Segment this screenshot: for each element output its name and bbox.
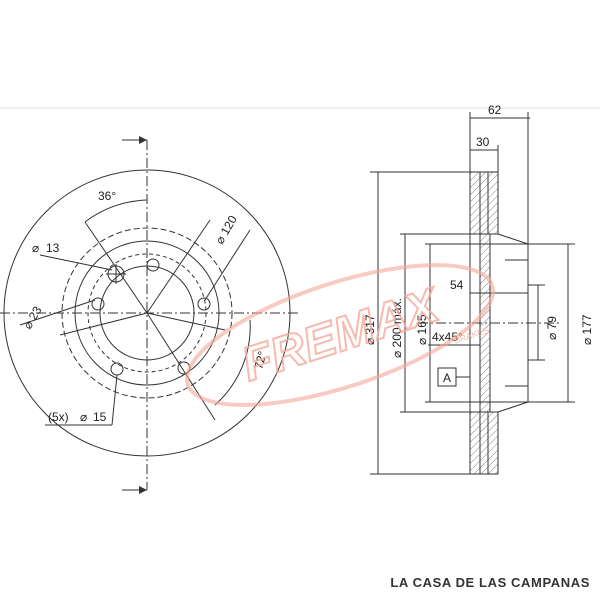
radial-line — [59, 312, 148, 336]
angle-arc — [84, 199, 148, 223]
bore-dia-label: ⌀ 79 — [545, 316, 559, 340]
hub-dia-label: ⌀ 165 — [415, 314, 429, 345]
disc-section-top — [469, 171, 499, 235]
radial-line — [84, 221, 148, 314]
radial-line — [146, 312, 226, 331]
footer-text: LA CASA DE LAS CAMPANAS — [390, 575, 590, 590]
bolt-hole — [146, 258, 160, 272]
angle-arc — [214, 319, 251, 406]
arrow-head — [139, 136, 147, 144]
depth-54-label: 54 — [450, 278, 464, 292]
outer-dia-label: ⌀ 317 — [363, 314, 377, 345]
hub-dia-value: 165 — [415, 314, 429, 334]
pcd-label: ⌀ 120 — [212, 213, 240, 247]
center-hole-label: ⌀ 23 — [20, 304, 44, 332]
disc-section-bottom — [469, 411, 499, 475]
hat-dia-label: ⌀ 177 — [580, 314, 594, 345]
hat-dia-value: 177 — [580, 314, 594, 334]
hole-13-label: 13 — [46, 241, 60, 255]
rotation-label: 72° — [251, 349, 269, 370]
radial-line — [146, 219, 211, 314]
max-dia-label: ⌀ 200 máx. — [390, 298, 404, 358]
front-view — [0, 139, 300, 491]
outer-dia-value: 317 — [363, 314, 377, 334]
bore-dia-value: 79 — [545, 316, 559, 330]
bolt-hole — [110, 362, 124, 376]
radial-line — [146, 312, 216, 421]
bolt-hole — [197, 297, 211, 311]
bolt-hole — [91, 297, 105, 311]
center-hole-value: 23 — [26, 304, 45, 323]
bolt-dia-label: 15 — [93, 410, 107, 424]
datum-label: A — [443, 371, 451, 385]
chamfer-label: 4x45° — [432, 330, 463, 344]
side-view — [370, 112, 575, 475]
leader-line — [39, 254, 113, 271]
bolt-dia-symbol: ⌀ — [80, 410, 87, 424]
angle-36-label: 36° — [98, 189, 116, 203]
bolt-count-label: (5x) — [48, 410, 69, 424]
hole-13-symbol: ⌀ — [32, 241, 39, 255]
arrow-head — [139, 486, 147, 494]
leader-line — [19, 299, 96, 326]
max-dia-value: 200 máx. — [390, 298, 404, 347]
leader-line — [111, 374, 118, 426]
thickness-30-label: 30 — [476, 135, 490, 149]
thickness-62-label: 62 — [488, 103, 502, 117]
